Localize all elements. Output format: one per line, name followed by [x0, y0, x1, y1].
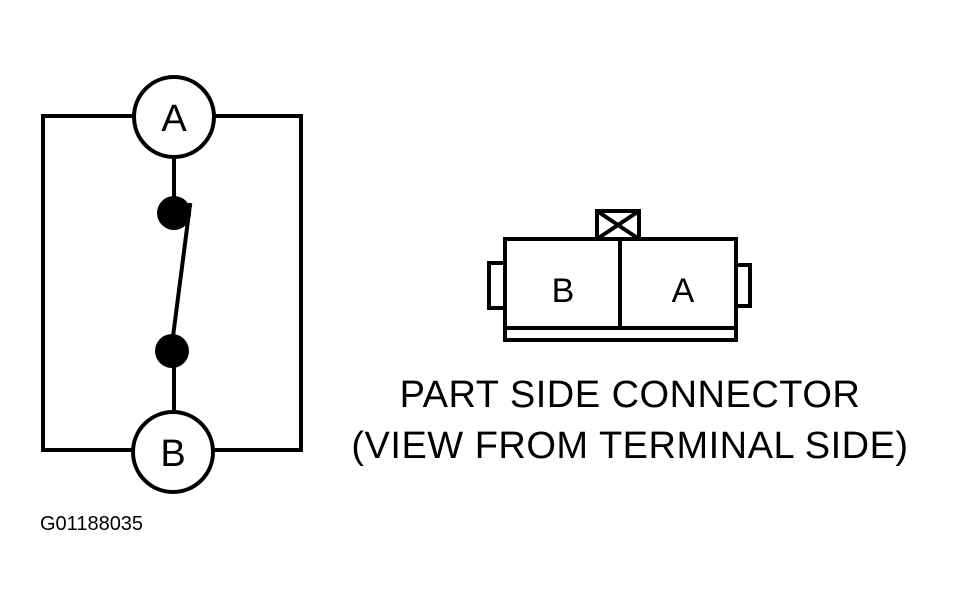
- connector-face: [487, 209, 752, 342]
- connector-cavity-label-a: A: [672, 272, 695, 310]
- terminal-circle-b: [131, 410, 215, 494]
- circuit-loop-wire: [41, 114, 137, 452]
- terminal-label-b: B: [160, 433, 185, 475]
- terminal-label-a: A: [161, 98, 187, 140]
- caption-line-1: PART SIDE CONNECTOR: [399, 374, 861, 416]
- switch-schematic: [41, 114, 303, 452]
- connector-side-tab-left: [487, 261, 507, 310]
- circuit-loop-wire-right: [210, 114, 303, 452]
- connector-cavity-label-b: B: [552, 272, 575, 310]
- switch-blade: [168, 202, 193, 355]
- connector-side-tab-right: [734, 263, 752, 308]
- switch-contact-bottom: [155, 334, 189, 368]
- terminal-circle-a: [132, 75, 216, 159]
- caption-line-2: (VIEW FROM TERMINAL SIDE): [351, 425, 909, 467]
- lock-tab-cross-2: [595, 209, 641, 241]
- switch-contact-top: [157, 196, 191, 230]
- figure-code: G01188035: [40, 513, 144, 535]
